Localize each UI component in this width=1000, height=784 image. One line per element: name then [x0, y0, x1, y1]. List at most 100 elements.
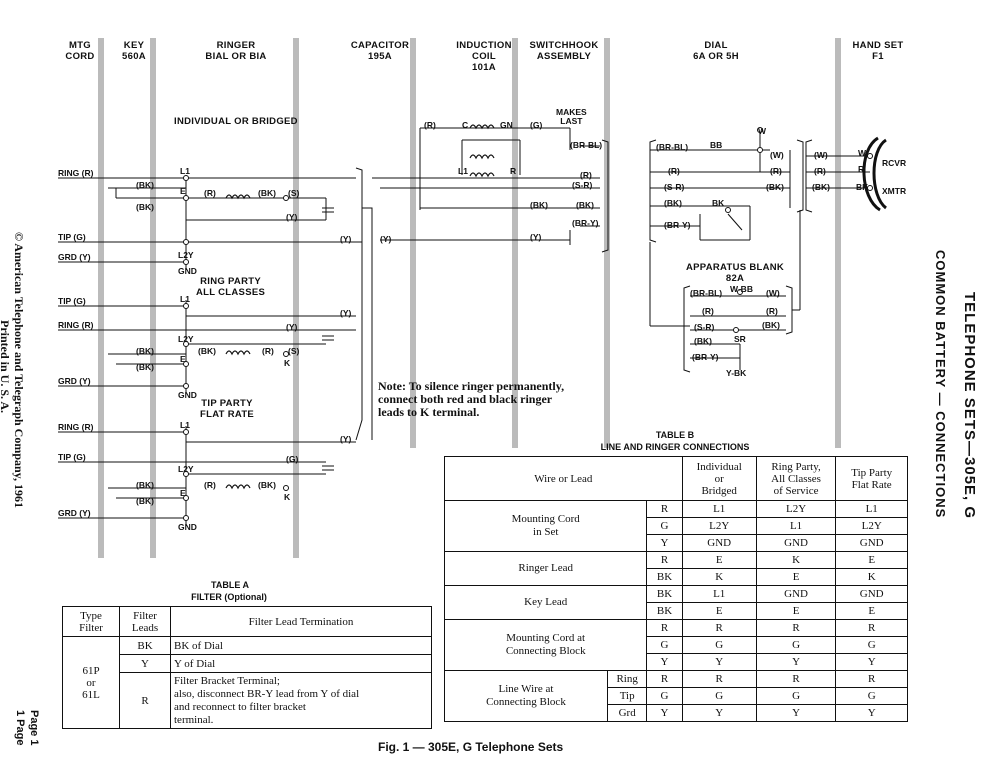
wire-label: TIP (G): [58, 232, 86, 242]
wire-label: (BK): [198, 346, 216, 356]
table-b-cell: L2Y: [681, 517, 757, 535]
wire-label: (BR-Y): [664, 220, 691, 230]
terminal-label: SR: [734, 334, 746, 344]
table-b-cell: G: [681, 636, 757, 654]
wire-label: (R): [766, 306, 778, 316]
wire-label: (Y): [286, 212, 298, 222]
section-ring-party: RING PARTY ALL CLASSES: [196, 276, 266, 298]
table-b-group-label: Key Lead: [443, 585, 648, 620]
wire-label: (Y): [340, 234, 352, 244]
table-b-cell: R: [646, 670, 683, 688]
table-a-type: 61P or 61L: [62, 636, 120, 729]
wire-label: (BK): [258, 480, 276, 490]
wire-label: (S-R): [694, 322, 715, 332]
wire-label: (S): [288, 346, 300, 356]
table-b-cell: BK: [646, 585, 683, 603]
wire-label: (Y): [340, 308, 352, 318]
header-induction-coil: INDUCTION COIL 101A: [456, 40, 512, 73]
terminal-label: K: [284, 358, 291, 368]
wire-label: (BK): [762, 320, 780, 330]
terminal-label: BK: [856, 182, 869, 192]
table-b-cell: R: [681, 619, 757, 637]
table-b-header: Individual or Bridged: [681, 456, 757, 501]
table-b-cell: G: [646, 687, 683, 705]
table-b-header: Ring Party, All Classes of Service: [755, 456, 837, 501]
table-b-cell: E: [755, 568, 837, 586]
wire-label: (G): [530, 120, 543, 130]
table-b-cell: R: [755, 619, 837, 637]
table-b-cell: Y: [755, 704, 837, 722]
table-b-cell: R: [646, 500, 683, 518]
table-b-group-label: Mounting Cord in Set: [443, 500, 648, 552]
wire-label: (S): [288, 188, 300, 198]
wire-label: TIP (G): [58, 452, 86, 462]
table-b-cell: G: [755, 636, 837, 654]
table-b-cell: R: [646, 551, 683, 569]
table-a-cell: Filter Bracket Terminal; also, disconnec…: [170, 672, 432, 729]
terminal-label: L1: [180, 294, 190, 304]
terminal-label: L2Y: [178, 464, 194, 474]
table-b-group-label: Mounting Cord at Connecting Block: [443, 619, 648, 671]
side-title-main: TELEPHONE SETS—305E, G: [961, 292, 978, 520]
table-b-cell: R: [646, 619, 683, 637]
terminal-label: E: [180, 186, 186, 196]
header-mtg-cord: MTG CORD: [65, 40, 95, 62]
wire-label: (BK): [576, 200, 594, 210]
table-b-cell: Y: [646, 653, 683, 671]
header-ringer: RINGER BIAL OR BIA: [205, 40, 267, 62]
table-b-cell: G: [755, 687, 837, 705]
wire-label: RING (R): [58, 422, 94, 432]
table-b-cell: Y: [835, 704, 908, 722]
terminal-label: E: [180, 488, 186, 498]
page-marker-1: Page 1: [28, 710, 40, 746]
table-b-cell: R: [755, 670, 837, 688]
wire-label: GRD (Y): [58, 252, 91, 262]
wire-label: (Y): [340, 434, 352, 444]
note-text: Note: To silence ringer permanently, con…: [378, 379, 565, 419]
wire-label: (G): [286, 454, 299, 464]
wire-label: (R): [580, 170, 592, 180]
table-b-cell: Y: [755, 653, 837, 671]
table-b: Wire or Lead Individual or Bridged Ring …: [443, 456, 908, 722]
wire-label: (BR-Y): [572, 218, 599, 228]
wire-label: (BK): [136, 180, 154, 190]
wire-label: (BR-BL): [656, 142, 689, 152]
table-b-cell: K: [755, 551, 837, 569]
makes-last-label: MAKES LAST: [556, 107, 587, 126]
terminal-label: R: [510, 166, 517, 176]
table-b-cell: BK: [646, 602, 683, 620]
wire-label: (Y): [530, 232, 542, 242]
table-b-cell: Y: [681, 653, 757, 671]
terminal-label: W-BB: [730, 284, 753, 294]
table-b-cell: E: [835, 551, 908, 569]
terminal-label: BK: [712, 198, 725, 208]
wire-label: (BR-BL): [690, 288, 723, 298]
wire-label: (R): [702, 306, 714, 316]
table-b-group-label: Ringer Lead: [443, 551, 648, 586]
terminal-label: E: [180, 354, 186, 364]
rcvr-label: RCVR: [882, 158, 907, 168]
wire-label: TIP (G): [58, 296, 86, 306]
terminal-label: L1: [180, 166, 190, 176]
table-b-cell: L1: [835, 500, 908, 518]
wire-label: (BR-BL): [570, 140, 603, 150]
terminal-label: R: [858, 164, 865, 174]
wire-label: RING (R): [58, 168, 94, 178]
copyright-line-1: © American Telephone and Telegraph Compa…: [12, 232, 26, 509]
table-b-cell: GND: [835, 585, 908, 603]
header-capacitor: CAPACITOR 195A: [350, 40, 410, 62]
table-b-cell: E: [755, 602, 837, 620]
terminal-label: GND: [178, 266, 197, 276]
table-b-cell: L2Y: [835, 517, 908, 535]
table-a: Type Filter Filter Leads Filter Lead Ter…: [62, 606, 432, 729]
wire-label: (BK): [136, 496, 154, 506]
terminal-label: BB: [710, 140, 723, 150]
table-b-cell: Y: [646, 704, 683, 722]
wire-label: GRD (Y): [58, 508, 91, 518]
table-b-cell: Y: [646, 534, 683, 552]
